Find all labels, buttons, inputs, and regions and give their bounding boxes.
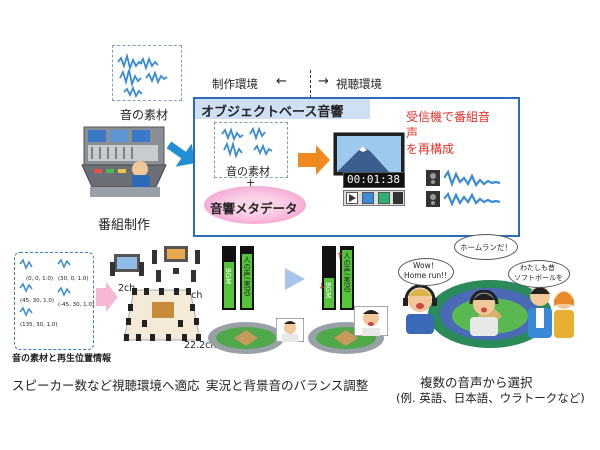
casual-talk-bubble-line2: ソフトボールを — [514, 274, 563, 282]
time-display-panel — [343, 172, 405, 188]
speaker-icon — [426, 191, 440, 207]
adaptation-caption: スピーカー数など視聴環境へ適応 — [12, 378, 200, 393]
english-bubble-line2: Home run!! — [404, 271, 448, 280]
stop-button[interactable] — [362, 192, 374, 204]
orange-arrow-icon — [298, 145, 330, 175]
english-commentator-icon — [403, 284, 437, 334]
surround-speakers-illustration — [152, 246, 200, 282]
sound-position-box — [14, 252, 94, 350]
commentator-icon — [354, 306, 388, 336]
blue-arrow-icon — [166, 141, 196, 167]
level-meter-bgm-adjusted-fill — [324, 278, 334, 308]
tv-receiver-illustration — [333, 132, 405, 181]
japanese-speech-bubble — [454, 234, 518, 260]
stereo-speakers-illustration — [110, 254, 144, 276]
casual-talk-speech-bubble — [508, 260, 570, 288]
sound-wave-icon — [117, 52, 168, 98]
metadata-ellipse — [204, 186, 306, 224]
record-button[interactable] — [378, 192, 390, 204]
level-meter-voice-adjusted-fill — [342, 250, 352, 308]
mixing-console-illustration — [81, 126, 167, 197]
bgm-label-adjusted: BGM — [324, 282, 332, 299]
english-bubble-line1: Wow！ — [413, 261, 439, 270]
up-arrow-icon: ↑ — [336, 252, 344, 262]
object-audio-title: オブジェクトベース音響 — [201, 105, 344, 120]
commentator-icon — [276, 318, 304, 342]
light-blue-arrow-icon — [285, 268, 305, 290]
casual-talk-bubble-line1: わたしも昔 — [520, 264, 555, 272]
pause-button[interactable] — [393, 192, 403, 204]
object-audio-title-bar — [195, 99, 370, 119]
viewing-env-label: 視聴環境 — [336, 77, 382, 91]
immersive-speakers-illustration — [123, 288, 201, 341]
selection-caption-line2: (例. 英語、日本語、ウラトークなど) — [396, 391, 585, 405]
japanese-bubble-text: ホームランだ！ — [460, 243, 512, 252]
plus-sign: + — [246, 176, 256, 189]
receiver-note-line2: 声 — [406, 126, 419, 140]
casual-talk-commentators-icon — [528, 286, 574, 338]
inner-sound-material-label: 音の素材 — [226, 165, 270, 178]
ch222-label: 22.2ch — [184, 340, 217, 351]
commentary-label-adjusted: 人の声(実況) — [343, 252, 351, 293]
selection-caption-line1: 複数の音声から選択 — [420, 375, 533, 390]
balance-caption: 実況と背景音のバランス調整 — [206, 378, 369, 393]
pink-arrow-icon — [96, 282, 118, 312]
coord-label: (0, 0, 1.0) — [26, 276, 54, 282]
coord-label: (45, 30, 1.0) — [20, 298, 55, 304]
sound-position-caption: 音の素材と再生位置情報 — [12, 354, 112, 364]
level-meter-bgm-fill — [224, 262, 234, 308]
bgm-label: BGM — [224, 268, 232, 285]
receiver-note-line3: を再構成 — [406, 142, 455, 156]
stadium-illustration — [208, 322, 284, 354]
japanese-commentator-icon — [469, 290, 499, 336]
coord-label: (-45, 30, 1.0) — [58, 302, 95, 308]
speaker-icon — [426, 170, 440, 186]
play-icon — [349, 194, 356, 202]
ch2-label: 2ch — [118, 283, 136, 294]
coord-label: (135, 30, 1.0) — [20, 322, 58, 328]
sound-wave-icon — [221, 126, 273, 159]
english-speech-bubble — [398, 258, 454, 286]
left-arrow-icon: ← — [276, 74, 287, 89]
level-meter-voice-fill — [242, 254, 252, 308]
commentary-label: 人の声(実況) — [243, 256, 251, 297]
coord-label: (30, 0, 1.0) — [58, 276, 89, 282]
sound-wave-icon — [444, 169, 501, 207]
down-arrow-icon: ↓ — [318, 282, 326, 292]
right-arrow-icon: → — [318, 74, 329, 89]
sound-material-label: 音の素材 — [120, 108, 169, 122]
receiver-note-line1: 受信機で番組音 — [406, 110, 491, 124]
production-env-label: 制作環境 — [212, 77, 258, 91]
stadium-multi-audio-illustration — [428, 280, 552, 348]
sound-wave-icon — [19, 258, 71, 317]
metadata-label: 音響メタデータ — [210, 201, 298, 216]
time-display: 00:01:38 — [347, 173, 400, 186]
production-label: 番組制作 — [98, 218, 151, 233]
